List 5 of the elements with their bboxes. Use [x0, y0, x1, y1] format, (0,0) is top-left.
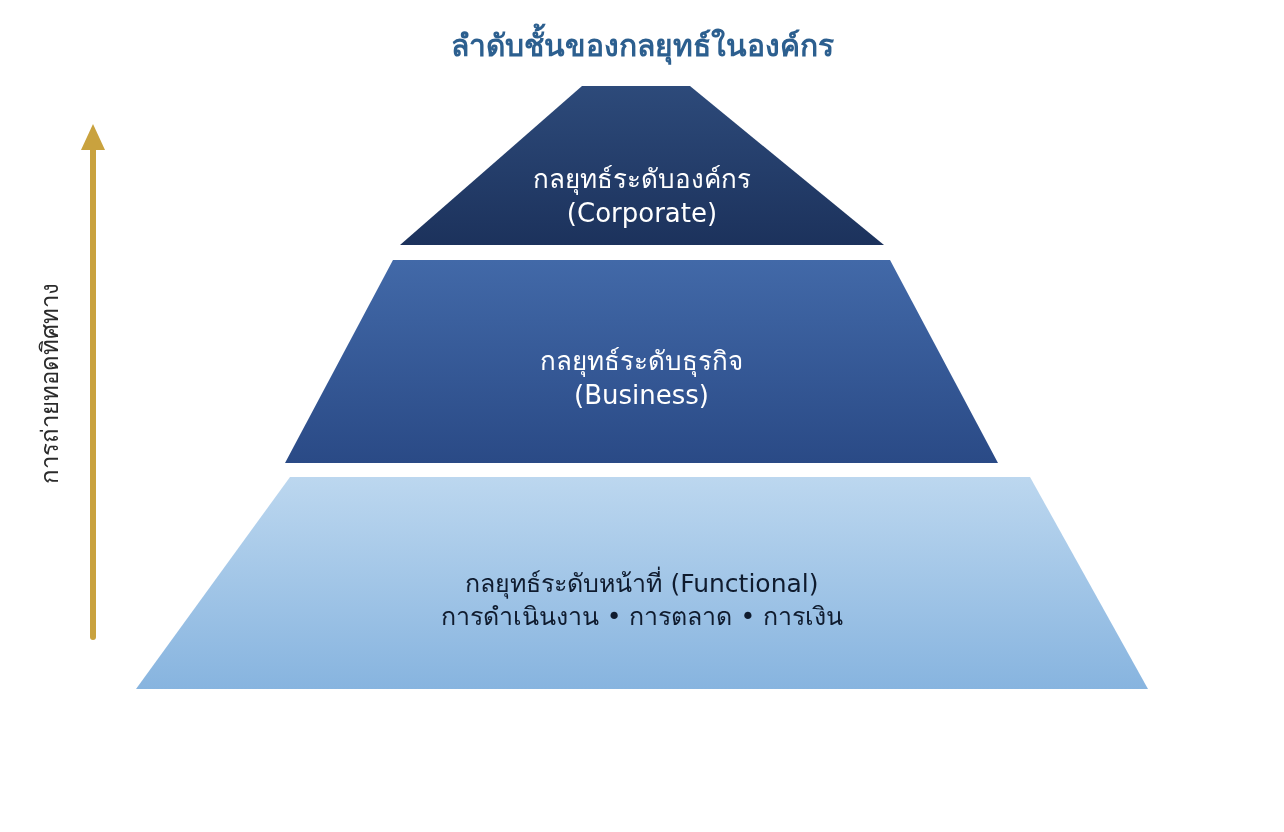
axis-caption: การถ่ายทอดทิศทาง [35, 282, 65, 484]
tier-label: กลยุทธ์ระดับหน้าที่ (Functional) [465, 567, 819, 600]
tier-label: กลยุทธ์ระดับองค์กร (Corporate) [533, 163, 751, 231]
function-list: การดำเนินงาน • การตลาด • การเงิน [440, 600, 844, 633]
tier-label: กลยุทธ์ระดับธุรกิจ (Business) [540, 345, 743, 413]
